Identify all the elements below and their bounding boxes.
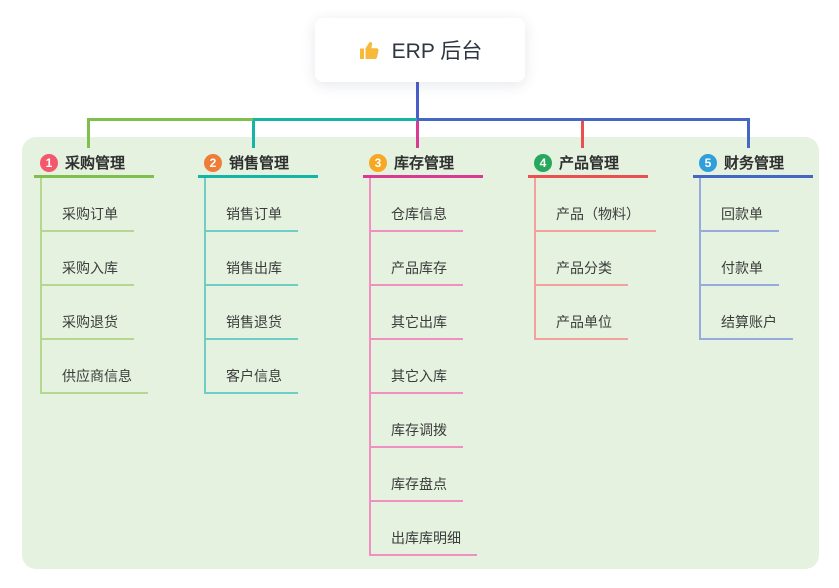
child-node: 产品库存: [371, 232, 463, 286]
branch-product-children: 产品（物料） 产品分类 产品单位: [534, 178, 656, 340]
child-node: 付款单: [701, 232, 779, 286]
root-connector-line: [416, 82, 419, 119]
child-node: 产品单位: [536, 286, 628, 340]
child-node: 客户信息: [206, 340, 298, 394]
child-node: 销售出库: [206, 232, 298, 286]
drop-line-purchase: [87, 121, 90, 148]
branch-product-node: 4 产品管理: [528, 150, 648, 178]
child-node: 仓库信息: [371, 178, 463, 232]
branch-inventory: 3 库存管理 仓库信息 产品库存 其它出库 其它入库 库存调拨 库存盘点 出库库…: [363, 150, 483, 556]
branch-finance-title: 财务管理: [724, 155, 785, 172]
bus-line-sales: [253, 118, 419, 121]
child-node: 销售订单: [206, 178, 298, 232]
bus-line-purchase: [87, 118, 255, 121]
badge-2: 2: [204, 153, 222, 172]
diagram-panel: [22, 137, 819, 569]
child-node: 其它出库: [371, 286, 463, 340]
drop-line-product: [581, 121, 584, 148]
child-node: 其它入库: [371, 340, 463, 394]
child-node: 采购入库: [42, 232, 134, 286]
drop-line-sales: [252, 121, 255, 148]
branch-inventory-node: 3 库存管理: [363, 150, 483, 178]
badge-3: 3: [369, 153, 387, 172]
branch-finance-children: 回款单 付款单 结算账户: [699, 178, 813, 340]
branch-purchase-node: 1 采购管理: [34, 150, 154, 178]
branch-sales-title: 销售管理: [229, 155, 290, 172]
branch-sales: 2 销售管理 销售订单 销售出库 销售退货 客户信息: [198, 150, 318, 394]
child-node: 库存调拨: [371, 394, 463, 448]
branch-product-title: 产品管理: [559, 155, 620, 172]
child-node: 结算账户: [701, 286, 793, 340]
branch-finance: 5 财务管理 回款单 付款单 结算账户: [693, 150, 813, 340]
thumbs-up-icon: [358, 38, 382, 62]
branch-product: 4 产品管理 产品（物料） 产品分类 产品单位: [528, 150, 656, 340]
child-node: 出库库明细: [371, 502, 477, 556]
badge-4: 4: [534, 153, 552, 172]
child-node: 回款单: [701, 178, 779, 232]
badge-1: 1: [40, 153, 58, 172]
root-title: ERP 后台: [391, 40, 483, 63]
branch-inventory-children: 仓库信息 产品库存 其它出库 其它入库 库存调拨 库存盘点 出库库明细: [369, 178, 483, 556]
child-node: 库存盘点: [371, 448, 463, 502]
branch-sales-children: 销售订单 销售出库 销售退货 客户信息: [204, 178, 318, 394]
branch-finance-node: 5 财务管理: [693, 150, 813, 178]
badge-5: 5: [699, 153, 717, 172]
child-node: 采购退货: [42, 286, 134, 340]
branch-purchase-title: 采购管理: [65, 155, 126, 172]
drop-line-finance: [747, 121, 750, 148]
drop-line-inventory: [416, 121, 419, 148]
bus-line-finance: [417, 118, 750, 121]
child-node: 采购订单: [42, 178, 134, 232]
branch-purchase: 1 采购管理 采购订单 采购入库 采购退货 供应商信息: [34, 150, 154, 394]
root-node: ERP 后台: [315, 18, 525, 82]
branch-inventory-title: 库存管理: [394, 155, 455, 172]
child-node: 产品（物料）: [536, 178, 656, 232]
child-node: 产品分类: [536, 232, 628, 286]
branch-purchase-children: 采购订单 采购入库 采购退货 供应商信息: [40, 178, 154, 394]
branch-sales-node: 2 销售管理: [198, 150, 318, 178]
child-node: 销售退货: [206, 286, 298, 340]
child-node: 供应商信息: [42, 340, 148, 394]
